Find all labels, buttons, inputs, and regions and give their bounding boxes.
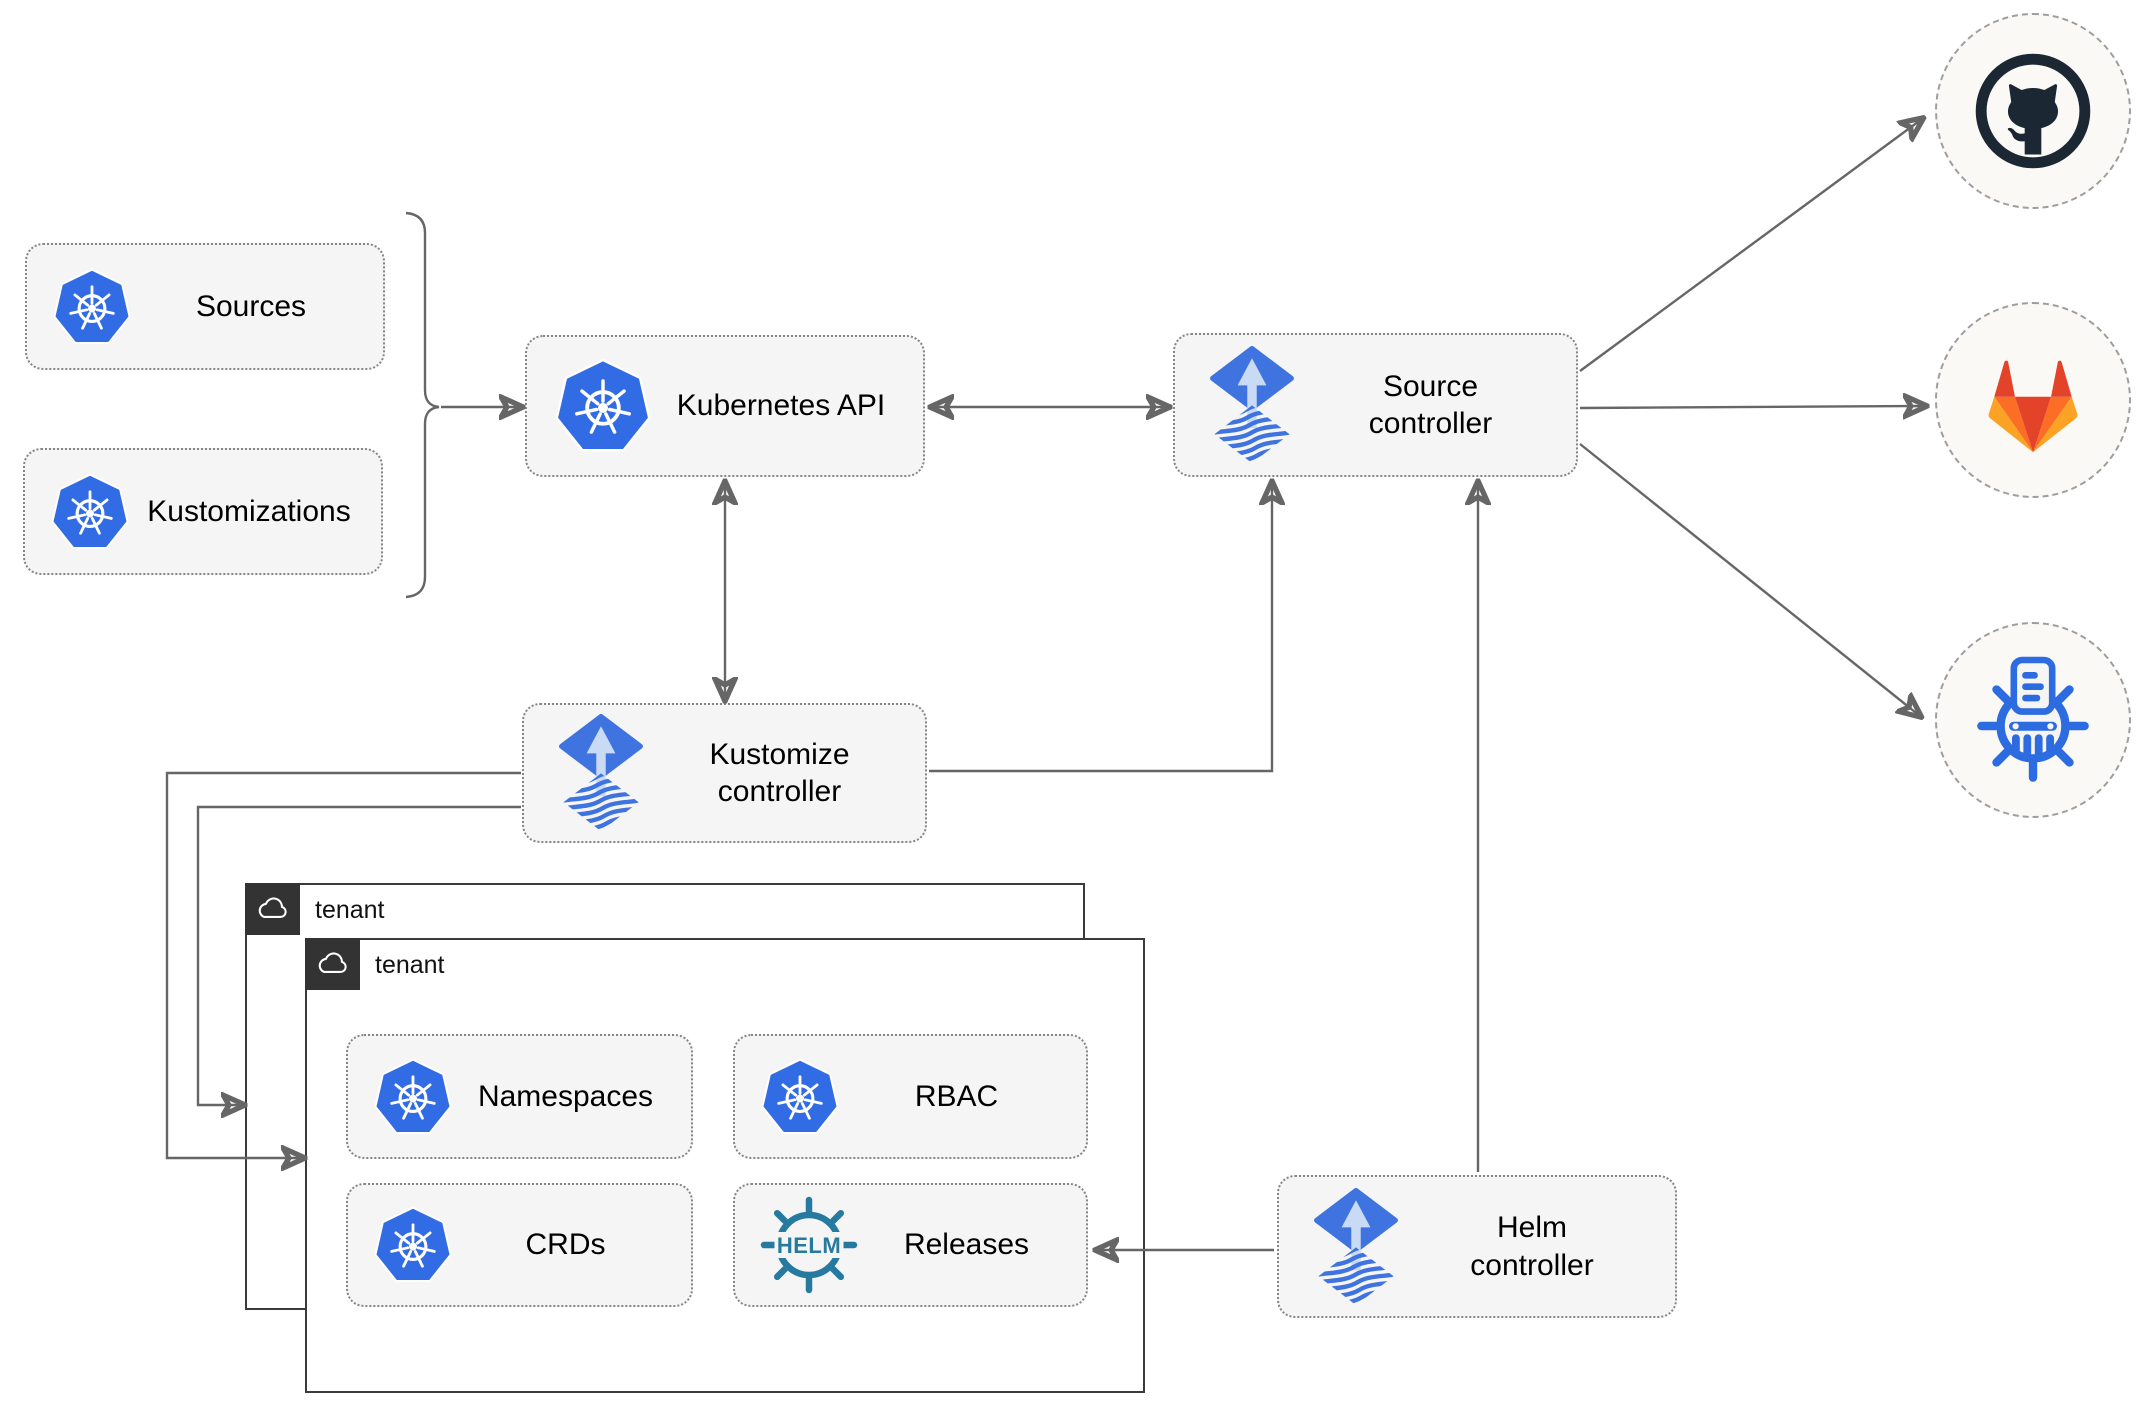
edge-source-controller-to-gitlab bbox=[1579, 406, 1925, 408]
github-icon bbox=[1969, 47, 2097, 175]
cloud-icon bbox=[315, 950, 349, 978]
kubernetes-icon bbox=[374, 1059, 452, 1135]
helm-icon bbox=[759, 1195, 859, 1295]
tenant-badge bbox=[304, 937, 360, 990]
node-kustomize-controller: Kustomize controller bbox=[522, 703, 927, 843]
node-kustomizations: Kustomizations bbox=[23, 448, 383, 575]
node-label: RBAC bbox=[914, 1079, 999, 1113]
node-label: CRDs bbox=[525, 1228, 606, 1262]
edge-kustomize-controller-to-source-controller bbox=[929, 483, 1272, 773]
node-helm-controller: Helm controller bbox=[1277, 1175, 1677, 1318]
gitlab-icon bbox=[1967, 340, 2099, 461]
group-tenant-front: tenant bbox=[304, 937, 1145, 1393]
node-sources: Sources bbox=[25, 243, 385, 370]
kubernetes-icon bbox=[761, 1059, 839, 1135]
endpoint-github bbox=[1935, 13, 2131, 209]
tenant-badge bbox=[244, 882, 300, 935]
node-crds: CRDs bbox=[346, 1183, 693, 1307]
helm-repository-icon bbox=[1967, 654, 2099, 786]
node-label: Kubernetes API bbox=[676, 389, 886, 423]
edge-source-controller-to-helm-repository bbox=[1579, 443, 1920, 716]
node-namespaces: Namespaces bbox=[346, 1034, 693, 1159]
flux-icon bbox=[1311, 1188, 1401, 1306]
tenant-label: tenant bbox=[315, 896, 385, 924]
node-label: Source controller bbox=[1368, 369, 1493, 441]
cloud-icon bbox=[255, 895, 289, 923]
node-label: Kustomize controller bbox=[709, 737, 850, 809]
flux-icon bbox=[556, 714, 646, 832]
node-label: Sources bbox=[195, 289, 307, 323]
tenant-label: tenant bbox=[375, 951, 445, 979]
endpoint-gitlab bbox=[1935, 302, 2131, 498]
node-label: Releases bbox=[903, 1228, 1030, 1262]
kubernetes-icon bbox=[53, 269, 131, 345]
node-rbac: RBAC bbox=[733, 1034, 1088, 1159]
node-source-controller: Source controller bbox=[1173, 333, 1578, 477]
flux-icon bbox=[1207, 346, 1297, 464]
kubernetes-icon bbox=[51, 474, 129, 550]
bracket-sources-kustomizations bbox=[405, 211, 440, 599]
node-label: Kustomizations bbox=[147, 494, 351, 528]
node-label: Namespaces bbox=[477, 1079, 654, 1113]
endpoint-helm-repository bbox=[1935, 622, 2131, 818]
node-releases: Releases bbox=[733, 1183, 1088, 1307]
edge-source-controller-to-github bbox=[1579, 119, 1922, 372]
kubernetes-icon bbox=[555, 359, 651, 453]
kubernetes-icon bbox=[374, 1207, 452, 1283]
node-kubernetes-api: Kubernetes API bbox=[525, 335, 925, 477]
node-label: Helm controller bbox=[1470, 1211, 1594, 1282]
